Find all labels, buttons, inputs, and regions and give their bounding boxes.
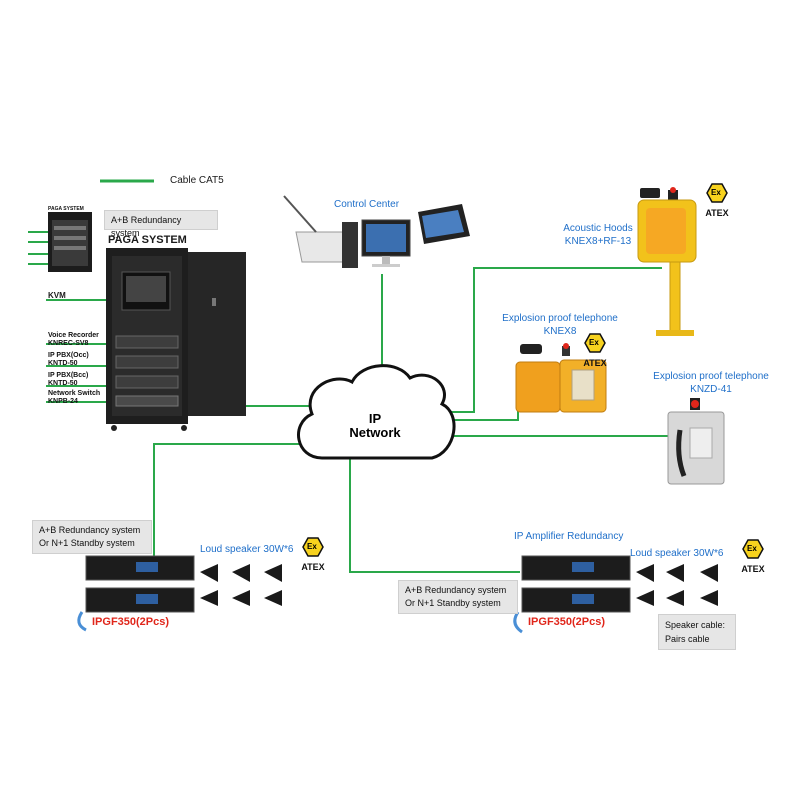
acoustic-hood-name: Acoustic Hoods <box>563 223 633 234</box>
atex-badge-left-speaker: Ex ATEX <box>293 540 333 576</box>
speaker-horn <box>666 564 684 582</box>
voice-recorder-label: Voice Recorder KNREC-SV8 <box>48 332 99 348</box>
pbx-bcc-name: IP PBX(Bcc) <box>48 372 89 379</box>
link-right-amp-cloud <box>349 458 520 573</box>
link-left-amp-cloud <box>153 443 330 570</box>
atex-label: ATEX <box>583 358 607 368</box>
paga-system-title: PAGA SYSTEM <box>108 234 187 246</box>
acoustic-hood-model: KNEX8+RF-13 <box>564 236 632 247</box>
network-switch-name: Network Switch <box>48 390 101 397</box>
atex-hexagon-icon <box>584 333 606 353</box>
voice-recorder-name: Voice Recorder <box>48 332 99 339</box>
explosion-proof-phone-knzd41 <box>667 398 725 485</box>
exp-phone1-model: KNEX8 <box>543 326 577 337</box>
right-speaker-label: Loud speaker 30W*6 <box>630 548 724 559</box>
exp-phone2-model: KNZD-41 <box>690 384 732 395</box>
atex-ex-text: Ex <box>711 188 721 197</box>
right-amp-note-line1: A+B Redundancy system <box>405 585 507 595</box>
speaker-horn <box>666 590 684 606</box>
speaker-horn <box>200 564 218 582</box>
paga-thumbnail-rack <box>48 212 92 272</box>
speaker-cable-note-line1: Speaker cable: <box>665 620 726 630</box>
exp-phone2-name: Explosion proof telephone <box>653 371 769 382</box>
right-amp-title: IP Amplifier Redundancy <box>514 531 624 542</box>
atex-label: ATEX <box>301 562 325 572</box>
control-center-label: Control Center <box>334 199 400 210</box>
atex-label: ATEX <box>741 564 765 574</box>
link-exp-phone2-cloud <box>430 435 681 460</box>
atex-badge-hood: Ex ATEX <box>697 186 737 222</box>
atex-hexagon-icon <box>706 183 728 203</box>
acoustic-hood-label: Acoustic Hoods KNEX8+RF-13 <box>558 222 638 248</box>
exp-phone2-label: Explosion proof telephone KNZD-41 <box>636 370 786 396</box>
left-amp-note-line1: A+B Redundancy system <box>39 525 141 535</box>
speaker-horn <box>264 590 282 606</box>
acoustic-hood <box>637 187 697 336</box>
left-amp-note: A+B Redundancy system Or N+1 Standby sys… <box>32 520 152 554</box>
speaker-horn <box>700 590 718 606</box>
cloud-label-line1: IP <box>368 411 382 426</box>
left-amp-note-line2: Or N+1 Standby system <box>39 538 135 548</box>
atex-hexagon-icon <box>302 537 324 557</box>
cloud-label: IP Network <box>340 412 410 440</box>
left-speakers <box>200 564 282 606</box>
atex-badge-right-speaker: Ex ATEX <box>733 542 773 578</box>
speaker-horn <box>636 590 654 606</box>
left-amp-model: IPGF350(2Pcs) <box>92 616 170 628</box>
speaker-horn <box>636 564 654 582</box>
atex-hexagon-icon <box>742 539 764 559</box>
left-amplifier-stack <box>77 555 195 632</box>
speaker-horn <box>200 590 218 606</box>
pbx-bcc-label: IP PBX(Bcc) KNTD-50 <box>48 372 88 388</box>
right-amplifier-stack <box>513 555 631 634</box>
pbx-occ-label: IP PBX(Occ) KNTD-50 <box>48 352 89 368</box>
ip-network-cloud <box>297 364 456 460</box>
paga-thumbnail-title: PAGA SYSTEM <box>48 206 84 212</box>
pbx-occ-model: KNTD-50 <box>48 360 78 367</box>
cloud-label-line2: Network <box>349 425 401 440</box>
pbx-occ-name: IP PBX(Occ) <box>48 352 89 359</box>
right-speakers <box>636 564 718 606</box>
atex-badge-phone1: Ex ATEX <box>575 336 615 372</box>
network-switch-model: KNPB-24 <box>48 398 78 405</box>
control-center-devices <box>283 195 470 268</box>
speaker-cable-note-line2: Pairs cable <box>665 634 710 644</box>
atex-label: ATEX <box>705 208 729 218</box>
speaker-horn <box>264 564 282 582</box>
network-switch-label: Network Switch KNPB-24 <box>48 390 100 406</box>
legend-label: Cable CAT5 <box>170 175 224 186</box>
atex-ex-text: Ex <box>589 338 599 347</box>
paga-rack <box>106 248 246 431</box>
right-amp-note-line2: Or N+1 Standby system <box>405 598 501 608</box>
exp-phone1-label: Explosion proof telephone KNEX8 <box>490 312 630 338</box>
kvm-label: KVM <box>48 291 66 300</box>
left-speaker-label: Loud speaker 30W*6 <box>200 544 294 555</box>
explosion-proof-phone-knex8 <box>515 343 607 413</box>
pbx-bcc-model: KNTD-50 <box>48 380 78 387</box>
right-amp-note: A+B Redundancy system Or N+1 Standby sys… <box>398 580 518 614</box>
right-amp-model: IPGF350(2Pcs) <box>528 616 606 628</box>
speaker-horn <box>232 590 250 606</box>
paga-redundancy-note: A+B Redundancy system <box>104 210 218 238</box>
atex-ex-text: Ex <box>307 542 317 551</box>
speaker-horn <box>700 564 718 582</box>
speaker-cable-note: Speaker cable: Pairs cable <box>658 614 736 650</box>
exp-phone1-name: Explosion proof telephone <box>502 313 618 324</box>
atex-ex-text: Ex <box>747 544 757 553</box>
speaker-horn <box>232 564 250 582</box>
voice-recorder-model: KNREC-SV8 <box>48 340 89 347</box>
